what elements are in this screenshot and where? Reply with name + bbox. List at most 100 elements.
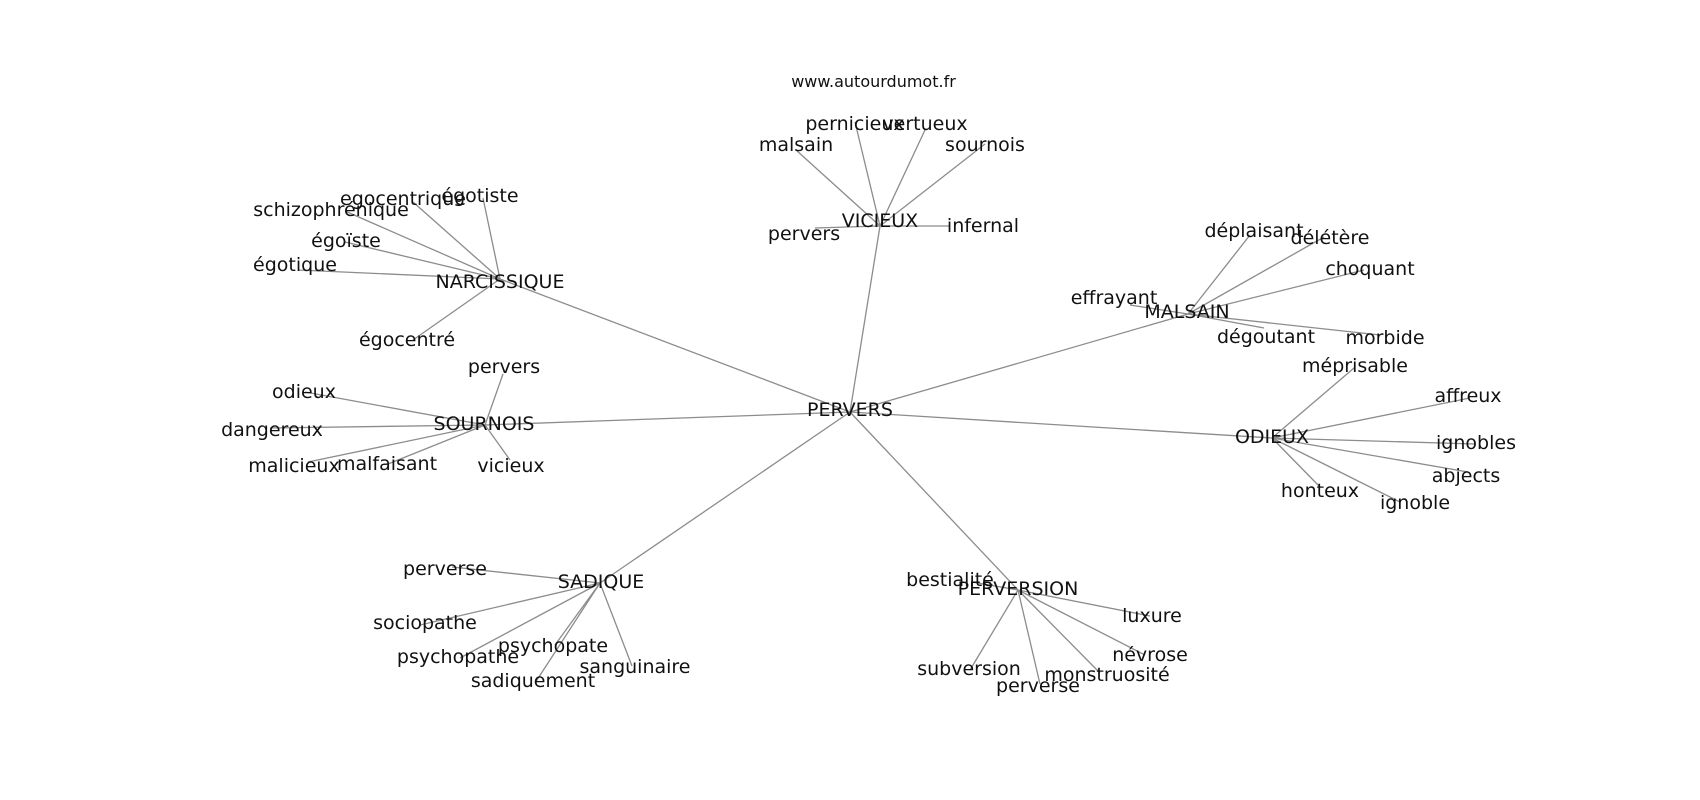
word-node[interactable]: subversion [917,658,1021,680]
edge-vicieux-1 [879,129,926,227]
word-node[interactable]: malicieux [248,455,339,477]
word-node[interactable]: effrayant [1071,287,1158,309]
word-node[interactable]: méprisable [1302,355,1408,377]
word-node[interactable]: déplaisant [1204,220,1303,242]
cluster-node[interactable]: MALSAIN [1144,301,1229,323]
word-node[interactable]: vertueux [882,113,967,135]
word-node[interactable]: délétère [1291,227,1370,249]
edge-malsain-5 [1187,313,1381,336]
edge-center-perversion [849,411,1019,591]
edge-center-vicieux [849,225,881,413]
word-node[interactable]: malfaisant [337,453,437,475]
word-node[interactable]: abjects [1432,465,1500,487]
graph-edges [269,121,1476,685]
word-node[interactable]: morbide [1345,327,1424,349]
edge-narcissique-4 [297,269,501,280]
word-node[interactable]: dangereux [221,419,323,441]
word-node[interactable]: honteux [1281,480,1359,502]
word-node[interactable]: psychopathe [397,646,519,668]
word-node[interactable]: luxure [1122,605,1182,627]
edge-vicieux-0 [854,121,881,227]
edge-sournois-1 [304,391,486,426]
edge-perversion-1 [1017,589,1151,617]
word-node[interactable]: infernal [947,215,1019,237]
edge-odieux-5 [1271,437,1401,503]
edge-malsain-2 [1187,269,1365,315]
word-node[interactable]: monstruosité [1044,664,1169,686]
word-node[interactable]: sadiquement [471,670,595,692]
edge-center-malsain [849,313,1189,413]
word-node[interactable]: pervers [468,356,540,378]
word-node[interactable]: schizophrénique [253,199,409,221]
edge-malsain-1 [1187,236,1325,315]
word-node[interactable]: perverse [403,558,487,580]
word-node[interactable]: ignobles [1436,432,1516,454]
edge-odieux-1 [1271,397,1471,439]
edge-odieux-3 [1271,437,1469,473]
edge-malsain-0 [1187,234,1251,315]
edge-vicieux-2 [795,149,881,227]
word-node[interactable]: affreux [1434,385,1501,407]
cluster-node[interactable]: SADIQUE [558,571,645,593]
edge-sournois-4 [387,424,486,465]
word-node[interactable]: egocentrique [340,188,466,210]
edge-malsain-3 [1129,304,1189,315]
edge-narcissique-3 [344,241,501,280]
word-node[interactable]: ignoble [1380,492,1450,514]
cluster-node[interactable]: NARCISSIQUE [436,271,565,293]
word-node[interactable]: choquant [1325,258,1414,280]
cluster-node[interactable]: ODIEUX [1235,426,1309,448]
edge-sournois-0 [484,373,504,426]
edge-perversion-5 [1017,589,1101,674]
edge-narcissique-5 [412,278,501,341]
edge-narcissique-0 [412,201,501,280]
word-node[interactable]: égocentré [359,329,455,351]
edge-perversion-2 [1017,589,1146,656]
word-node[interactable]: odieux [272,381,336,403]
word-node[interactable]: sanguinaire [579,656,690,678]
edge-center-sournois [484,411,851,426]
edge-odieux-2 [1271,437,1476,445]
word-node[interactable]: vicieux [477,455,544,477]
word-node[interactable]: perverse [996,675,1080,697]
word-node[interactable]: égotiste [441,185,518,207]
edge-vicieux-4 [814,225,881,229]
edge-sournois-2 [269,424,486,429]
cluster-node[interactable]: VICIEUX [842,210,918,232]
edge-perversion-4 [1017,589,1041,685]
word-node[interactable]: malsain [759,134,833,156]
edge-malsain-4 [1187,313,1265,329]
word-node[interactable]: dégoutant [1217,326,1315,348]
edge-sadique-1 [419,582,601,626]
edge-narcissique-1 [482,197,501,280]
edge-sadique-2 [459,582,601,659]
edge-odieux-0 [1271,367,1355,439]
center-node[interactable]: PERVERS [807,399,893,421]
word-node[interactable]: bestialité [906,569,994,591]
edge-center-sadique [599,411,851,584]
edge-narcissique-2 [344,210,501,280]
edge-vicieux-3 [879,143,986,227]
word-node[interactable]: sociopathe [373,612,477,634]
edge-perversion-3 [969,589,1019,671]
word-node[interactable]: névrose [1112,644,1188,666]
edge-sadique-5 [599,582,633,667]
word-node[interactable]: pervers [768,223,840,245]
edge-sadique-0 [451,566,601,584]
word-node[interactable]: pernicieux [805,113,904,135]
edge-sournois-3 [307,424,486,463]
word-node[interactable]: sournois [945,134,1025,156]
edge-center-narcissique [499,278,851,413]
site-url-label: www.autourdumot.fr [791,72,956,91]
edge-sadique-3 [554,582,601,646]
cluster-node[interactable]: PERVERSION [958,578,1079,600]
edge-center-odieux [849,411,1273,439]
word-node[interactable]: égotique [253,254,337,276]
edge-perversion-0 [971,581,1019,591]
edge-odieux-4 [1271,437,1321,488]
word-node[interactable]: égoïste [311,230,381,252]
cluster-node[interactable]: SOURNOIS [434,413,535,435]
word-node[interactable]: psychopate [498,635,608,657]
